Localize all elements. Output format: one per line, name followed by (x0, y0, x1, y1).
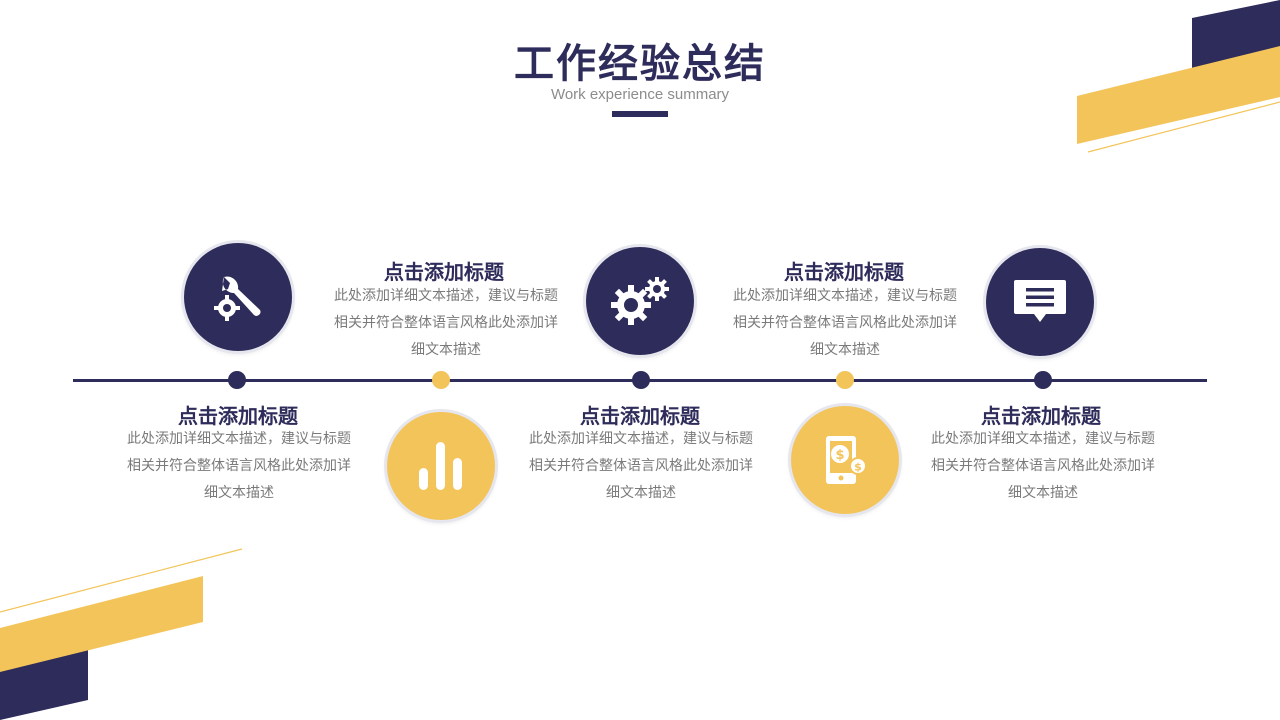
bar-chart-icon (419, 442, 462, 490)
item-1-desc: 此处添加详细文本描述，建议与标题相关并符合整体语言风格此处添加详细文本描述 (127, 431, 351, 501)
wrench-gear-icon (214, 276, 261, 321)
gears-icon (611, 277, 669, 325)
timeline-dot-5 (1034, 371, 1052, 389)
timeline-dot-2 (432, 371, 450, 389)
item-5-icon-circle (986, 248, 1094, 356)
chat-bubble-icon (1014, 280, 1066, 322)
timeline-dot-1 (228, 371, 246, 389)
item-1-icon-circle (184, 243, 292, 351)
mobile-money-icon: $ $ (826, 436, 867, 484)
timeline-dot-4 (836, 371, 854, 389)
svg-text:$: $ (835, 448, 844, 463)
item-5-desc: 此处添加详细文本描述，建议与标题相关并符合整体语言风格此处添加详细文本描述 (931, 431, 1155, 501)
top-right-decoration (1077, 0, 1280, 153)
item-1-title: 点击添加标题 (178, 404, 298, 428)
item-4-desc: 此处添加详细文本描述，建议与标题相关并符合整体语言风格此处添加详细文本描述 (733, 288, 957, 358)
item-2-desc: 此处添加详细文本描述，建议与标题相关并符合整体语言风格此处添加详细文本描述 (334, 288, 558, 358)
title-underline (612, 111, 668, 117)
item-2-icon-circle (387, 412, 495, 520)
item-5-title: 点击添加标题 (981, 404, 1101, 428)
bottom-left-decoration (0, 548, 243, 720)
svg-text:$: $ (854, 461, 862, 474)
item-4-icon-circle: $ $ (791, 406, 899, 514)
item-3-title: 点击添加标题 (580, 404, 700, 428)
page-title: 工作经验总结 (514, 41, 766, 87)
item-3-icon-circle (586, 247, 694, 355)
item-3-desc: 此处添加详细文本描述，建议与标题相关并符合整体语言风格此处添加详细文本描述 (529, 431, 753, 501)
timeline-dot-3 (632, 371, 650, 389)
item-2-title: 点击添加标题 (384, 260, 504, 284)
page-subtitle: Work experience summary (550, 86, 730, 103)
item-4-title: 点击添加标题 (784, 260, 904, 284)
